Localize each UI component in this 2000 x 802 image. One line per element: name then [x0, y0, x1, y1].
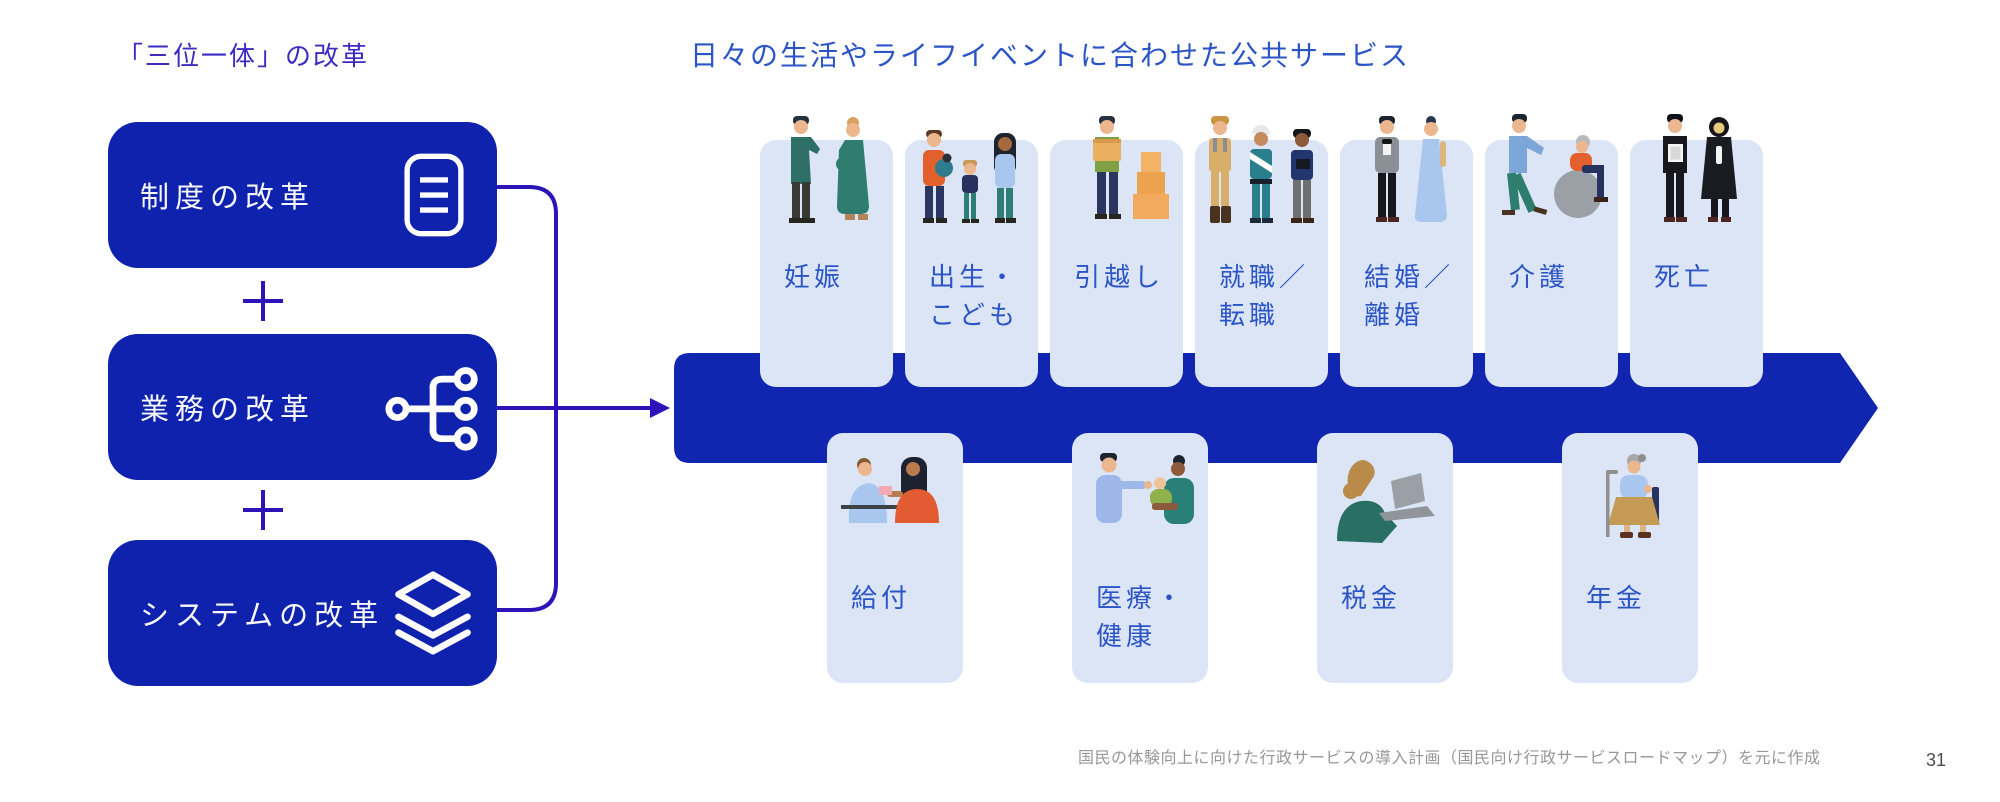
reform-box-institution: 制度の改革 — [108, 122, 497, 268]
life-event-card-nursing-care: 介護 — [1485, 114, 1618, 387]
page-number: 31 — [1926, 750, 1947, 770]
life-event-card-death: 死亡 — [1630, 114, 1763, 387]
service-card-pension: 年金 — [1562, 433, 1698, 683]
card-label: 就職／ 転職 — [1219, 262, 1310, 330]
card-label: 給付 — [851, 583, 912, 613]
card-label: 結婚／ 離婚 — [1364, 262, 1455, 330]
funeral-pair-illustration — [1662, 114, 1737, 222]
source-footnote: 国民の体験向上に向けた行政サービスの導入計画（国民向け行政サービスロードマップ）… — [1078, 750, 1821, 767]
person-with-boxes-illustration — [1092, 116, 1169, 219]
family-with-baby-illustration — [922, 130, 1016, 223]
reform-box-system: システムの改革 — [108, 540, 497, 686]
service-card-medical-health: 医療・ 健康 — [1072, 433, 1208, 683]
reform-box-operations: 業務の改革 — [108, 334, 497, 480]
pregnant-couple-illustration — [788, 116, 869, 223]
card-label: 税金 — [1341, 583, 1402, 613]
plus-icon — [243, 281, 283, 321]
wedding-couple-illustration — [1374, 116, 1447, 222]
reform-box-label: 制度の改革 — [140, 182, 316, 214]
life-event-card-marriage: 結婚／ 離婚 — [1340, 116, 1473, 387]
card-label: 妊娠 — [784, 262, 845, 292]
life-event-card-employment: 就職／ 転職 — [1195, 116, 1328, 387]
woman-laptop-illustration — [1337, 460, 1435, 543]
plus-icon — [243, 490, 283, 530]
life-event-card-pregnancy: 妊娠 — [760, 116, 893, 387]
wheelchair-care-illustration — [1501, 114, 1608, 218]
reform-box-label: システムの改革 — [140, 600, 385, 632]
life-event-card-birth-children: 出生・ こども — [905, 130, 1038, 387]
bracket-connector — [497, 185, 652, 612]
left-section-title: 「三位一体」の改革 — [117, 41, 370, 71]
layers-icon — [395, 571, 471, 655]
card-label: 引越し — [1074, 262, 1165, 292]
card-label: 年金 — [1586, 583, 1647, 613]
document-icon — [404, 153, 464, 237]
card-label: 死亡 — [1654, 262, 1715, 292]
card-label: 医療・ 健康 — [1096, 583, 1187, 651]
card-label: 介護 — [1509, 262, 1570, 292]
card-label: 出生・ こども — [929, 262, 1020, 330]
service-card-tax: 税金 — [1317, 433, 1453, 683]
network-icon — [385, 367, 478, 451]
connector-arrowhead — [650, 398, 670, 418]
life-event-card-moving: 引越し — [1050, 116, 1183, 387]
reform-box-label: 業務の改革 — [140, 394, 316, 426]
right-section-title: 日々の生活やライフイベントに合わせた公共サービス — [690, 40, 1411, 71]
counter-service-illustration — [841, 457, 939, 523]
service-card-benefits: 給付 — [827, 433, 963, 683]
elderly-woman-illustration — [1606, 454, 1660, 538]
doctor-baby-illustration — [1096, 453, 1194, 524]
three-workers-illustration — [1208, 116, 1314, 223]
